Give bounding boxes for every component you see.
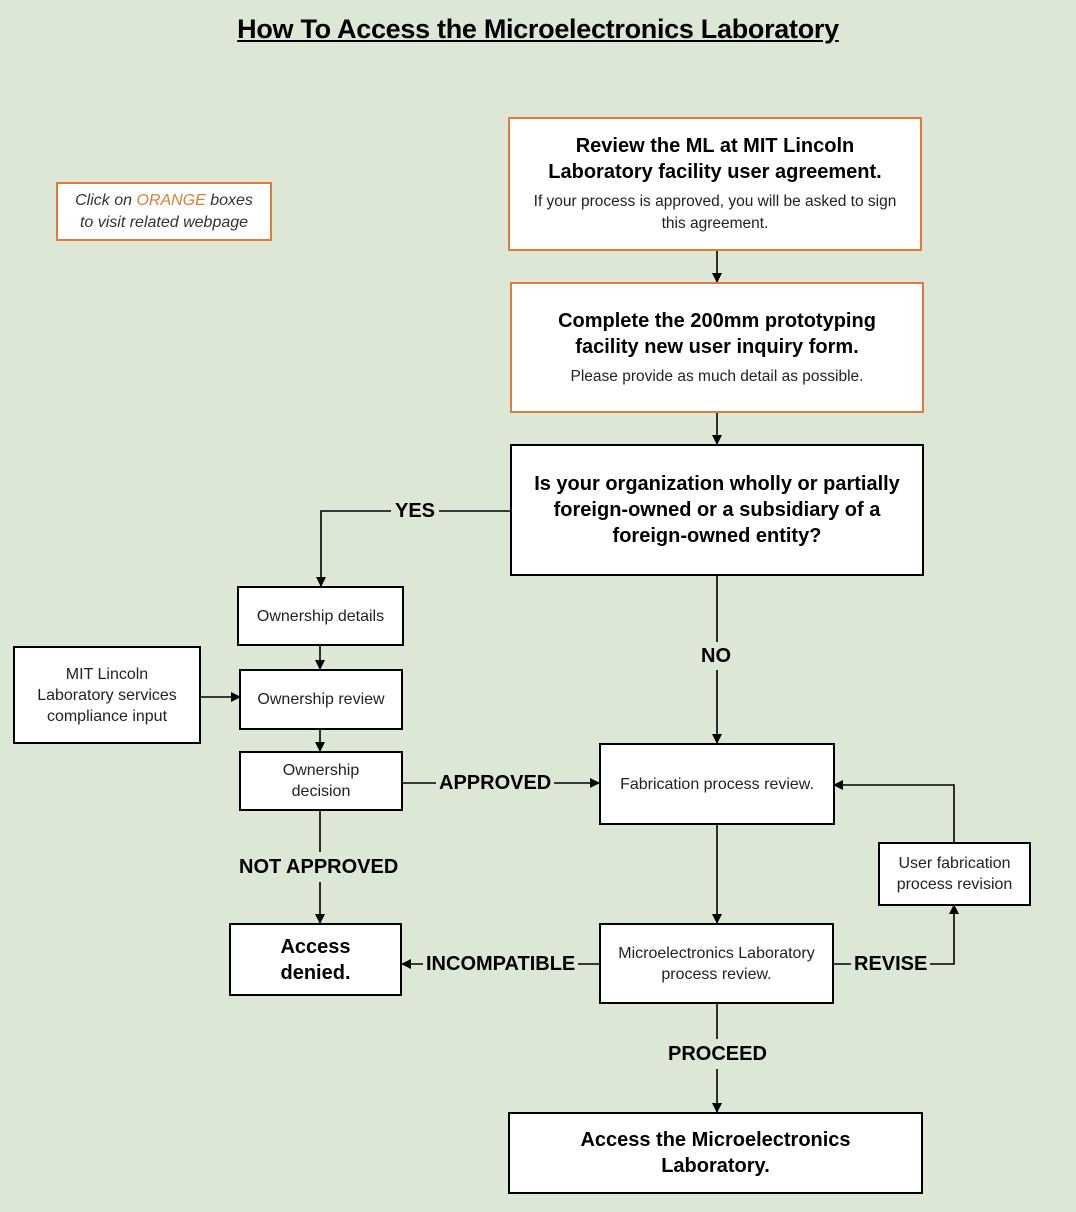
node-ownership-decision: Ownership decision <box>239 751 403 811</box>
edge-revision-fab <box>833 780 955 842</box>
node-access-denied-heading: Access denied. <box>280 935 351 984</box>
node-user-agreement[interactable]: Review the ML at MIT Lincoln Laboratory … <box>508 117 922 251</box>
node-user-revision-text: User fabrication process revision <box>896 855 1013 893</box>
edge-yes <box>316 510 511 587</box>
node-ml-process-review-text: Microelectronics Laboratory process revi… <box>618 944 815 983</box>
node-user-agreement-sub: If your process is approved, you will be… <box>533 193 897 232</box>
node-foreign-owned-heading: Is your organization wholly or partially… <box>534 473 900 547</box>
node-compliance-input: MIT Lincoln Laboratory services complian… <box>13 646 201 744</box>
edge-label-yes: YES <box>391 499 440 523</box>
edge-label-incompatible: INCOMPATIBLE <box>423 952 579 976</box>
legend-orange-word: ORANGE <box>136 191 206 209</box>
node-fabrication-review: Fabrication process review. <box>599 743 835 825</box>
node-inquiry-form-sub: Please provide as much detail as possibl… <box>570 367 864 385</box>
node-ownership-review-text: Ownership review <box>257 691 385 708</box>
node-fabrication-review-text: Fabrication process review. <box>620 775 814 793</box>
node-foreign-owned: Is your organization wholly or partially… <box>510 444 924 576</box>
node-compliance-input-text: MIT Lincoln Laboratory services complian… <box>37 665 177 725</box>
edge-label-revise: REVISE <box>851 952 931 976</box>
node-access-ml: Access the Microelectronics Laboratory. <box>508 1112 923 1194</box>
node-user-agreement-heading: Review the ML at MIT Lincoln Laboratory … <box>548 135 882 183</box>
edge-label-no: NO <box>698 642 734 670</box>
legend-note: Click on ORANGE boxes to visit related w… <box>56 182 272 241</box>
page-title: How To Access the Microelectronics Labor… <box>237 14 839 44</box>
node-inquiry-form-heading: Complete the 200mm prototyping facility … <box>558 309 876 358</box>
node-access-ml-heading: Access the Microelectronics Laboratory. <box>580 1129 851 1177</box>
node-ownership-details: Ownership details <box>237 586 404 646</box>
node-inquiry-form[interactable]: Complete the 200mm prototyping facility … <box>510 282 924 413</box>
edge-label-proceed: PROCEED <box>665 1039 770 1069</box>
node-ml-process-review: Microelectronics Laboratory process revi… <box>599 923 834 1004</box>
node-access-denied: Access denied. <box>229 923 402 996</box>
node-ownership-decision-text: Ownership decision <box>282 762 360 800</box>
node-ownership-review: Ownership review <box>239 669 403 730</box>
legend-note-line1: Click on ORANGE boxes <box>75 191 253 209</box>
edge-label-approved: APPROVED <box>436 771 555 795</box>
node-user-revision: User fabrication process revision <box>878 842 1031 906</box>
node-ownership-details-text: Ownership details <box>256 607 385 625</box>
legend-note-line2: to visit related webpage <box>79 213 249 231</box>
edge-label-not-approved: NOT APPROVED <box>236 852 402 882</box>
